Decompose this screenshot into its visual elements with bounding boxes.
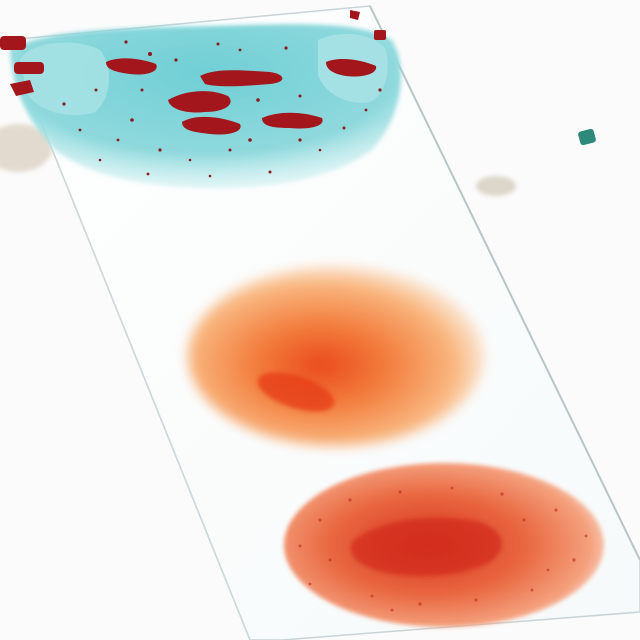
- debris-right: [476, 176, 516, 196]
- teal-fragment: [578, 128, 596, 146]
- blue-sample-agglutinated: [0, 10, 402, 189]
- slide-edge-right: [369, 5, 640, 561]
- orange-sample: [188, 266, 484, 446]
- red-sample: [284, 463, 604, 627]
- debris-left: [0, 124, 52, 172]
